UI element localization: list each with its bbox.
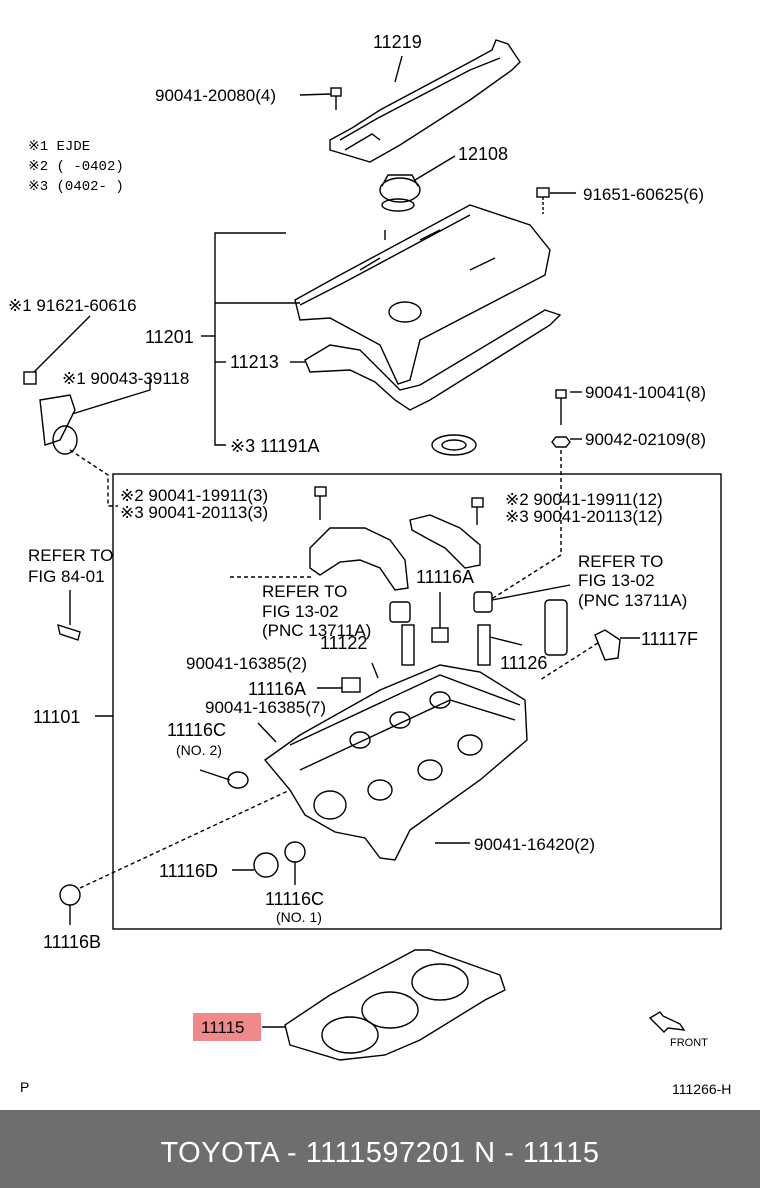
- corner-p-label: P: [20, 1079, 30, 1095]
- head-gasket-11115-drawing: [262, 949, 506, 1061]
- label-11116B[interactable]: 11116B: [43, 932, 102, 952]
- cover-11219-drawing: [329, 39, 521, 163]
- label-11126[interactable]: 11126: [500, 653, 548, 673]
- legend-line-3: ※3 (0402- ): [28, 179, 124, 195]
- footer-part-info: TOYOTA - 1111597201 N - 11115: [160, 1137, 600, 1169]
- label-91621-60616[interactable]: ※1 91621-60616: [8, 296, 137, 315]
- refer-1302-left-line3: (PNC 13711A): [262, 621, 372, 640]
- label-90041-10041[interactable]: 90041-10041(8): [585, 383, 706, 402]
- label-19911-3[interactable]: ※2 90041-19911(3): [120, 486, 269, 505]
- label-11116A-top[interactable]: 11116A: [416, 567, 475, 587]
- diagram-code: 111266-H: [672, 1081, 732, 1097]
- bolt-91651-drawing: [536, 187, 576, 214]
- bolt-20080-drawing: [299, 87, 342, 110]
- highlighted-part-11115[interactable]: 11115: [193, 1013, 261, 1041]
- label-11116C-no1[interactable]: 11116C: [265, 889, 325, 909]
- footer-bar: TOYOTA - 1111597201 N - 11115: [0, 1110, 760, 1188]
- valve-parts-drawing: [257, 591, 640, 743]
- refer-1302-left-line1: REFER TO: [262, 582, 348, 601]
- label-no1: (NO. 1): [276, 909, 322, 925]
- cylinder-head-11101-drawing: [263, 664, 528, 861]
- seal-11191A-drawing: [431, 434, 477, 456]
- refer-1302-left-line2[interactable]: FIG 13-02: [262, 602, 339, 621]
- refer-8401-part-drawing: [57, 590, 81, 641]
- label-12108[interactable]: 12108: [458, 144, 509, 164]
- left-bracket-drawing: [23, 315, 151, 507]
- label-11115: 11115: [201, 1018, 245, 1037]
- front-arrow: [648, 1011, 686, 1033]
- label-20113-3[interactable]: ※3 90041-20113(3): [120, 503, 269, 522]
- refer-1302-right-line2[interactable]: FIG 13-02: [578, 571, 655, 590]
- label-11219[interactable]: 11219: [373, 32, 422, 52]
- refer-8401-line2[interactable]: FIG 84-01: [28, 567, 105, 586]
- label-90043-39118[interactable]: ※1 90043-39118: [62, 369, 190, 388]
- oil-cap-drawing: [379, 155, 456, 212]
- label-90042-02109[interactable]: 90042-02109(8): [585, 430, 706, 449]
- label-11116A-mid[interactable]: 11116A: [248, 679, 307, 699]
- label-11191A[interactable]: ※3 11191A: [230, 436, 320, 456]
- label-11213[interactable]: 11213: [230, 352, 279, 372]
- label-11116D[interactable]: 11116D: [159, 861, 219, 881]
- label-90041-16385-2[interactable]: 90041-16385(2): [186, 654, 307, 673]
- camshaft-caps-drawing: [309, 486, 484, 591]
- label-11117F[interactable]: 11117F: [641, 629, 699, 649]
- label-11116C-no2[interactable]: 11116C: [167, 720, 227, 740]
- label-11201[interactable]: 11201: [145, 327, 194, 347]
- label-19911-12[interactable]: ※2 90041-19911(12): [505, 490, 663, 509]
- label-90041-16420[interactable]: 90041-16420(2): [474, 835, 595, 854]
- bracket-11201: [214, 232, 286, 446]
- refer-1302-right-line3: (PNC 13711A): [578, 591, 688, 610]
- exploded-view-drawing: [23, 39, 722, 1061]
- legend-line-1: ※1 EJDE: [28, 139, 91, 155]
- legend-line-2: ※2 ( -0402): [28, 159, 124, 175]
- label-90041-16385-7[interactable]: 90041-16385(7): [205, 698, 326, 717]
- refer-1302-right-line1: REFER TO: [578, 552, 664, 571]
- label-no2: (NO. 2): [176, 742, 222, 758]
- label-11122[interactable]: 11122: [320, 633, 368, 653]
- label-90041-20080[interactable]: 90041-20080(4): [155, 86, 276, 105]
- gasket-11213-drawing: [304, 309, 562, 411]
- label-11101[interactable]: 11101: [33, 707, 81, 727]
- label-20113-12[interactable]: ※3 90041-20113(12): [505, 507, 663, 526]
- refer-8401-line1: REFER TO: [28, 546, 114, 565]
- label-91651-60625[interactable]: 91651-60625(6): [583, 185, 704, 204]
- cylinder-head-box: [112, 473, 722, 930]
- front-label: FRONT: [670, 1037, 708, 1049]
- head-cover-11201-drawing: [294, 204, 551, 385]
